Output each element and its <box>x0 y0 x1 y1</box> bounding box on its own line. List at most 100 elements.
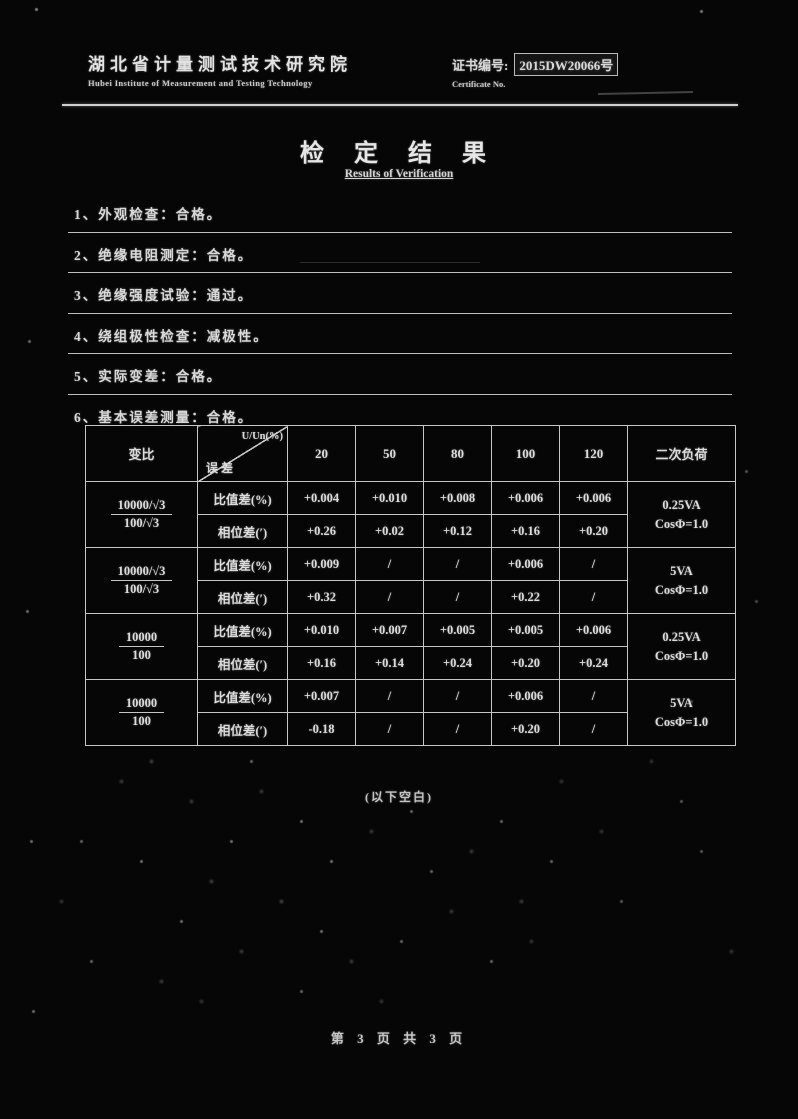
ratio-denominator: 100 <box>132 648 151 662</box>
table-cell: +0.24 <box>559 646 628 680</box>
row-label: 相位差(′) <box>197 580 288 614</box>
error-results-table: 变比 U/Un(%) 误差 20 50 80 100 120 二次负荷 1000… <box>85 425 736 746</box>
ratio-column-header: 变比 <box>85 425 198 482</box>
table-cell: +0.006 <box>559 613 628 647</box>
ratio-denominator: 100 <box>132 714 151 728</box>
load-point-header: 50 <box>355 425 424 482</box>
power-factor: CosΦ=1.0 <box>654 648 709 663</box>
burden-value: 0.25VA <box>662 497 701 512</box>
power-factor: CosΦ=1.0 <box>654 582 709 597</box>
table-cell: +0.006 <box>491 481 560 515</box>
table-cell: / <box>355 547 424 581</box>
table-cell: +0.02 <box>355 514 424 548</box>
verification-item: 6、基本误差测量：合格。 <box>74 409 254 425</box>
table-cell: / <box>559 712 628 746</box>
table-cell: +0.006 <box>559 481 628 515</box>
table-cell: / <box>355 679 424 713</box>
table-cell: +0.20 <box>491 646 560 680</box>
page-number: 第 3 页 共 3 页 <box>330 1031 468 1046</box>
verification-item: 2、绝缘电阻测定：合格。 <box>68 233 732 273</box>
table-cell: +0.16 <box>287 646 356 680</box>
diagonal-header-top: U/Un(%) <box>241 431 283 442</box>
table-cell: +0.16 <box>491 514 560 548</box>
table-cell: / <box>423 679 492 713</box>
table-cell: / <box>559 580 628 614</box>
ratio-numerator: 10000 <box>118 630 165 647</box>
verification-items: 1、外观检查：合格。 2、绝缘电阻测定：合格。 3、绝缘强度试验：通过。 4、绕… <box>68 192 732 427</box>
certificate-number-label-en: Certificate No. <box>452 79 506 89</box>
table-row: 相位差(′) +0.16 +0.14 +0.24 +0.20 +0.24 <box>86 646 736 680</box>
table-cell: +0.004 <box>287 481 356 515</box>
burden-cell: 5VA CosΦ=1.0 <box>627 547 736 614</box>
load-point-header: 80 <box>423 425 492 482</box>
table-row: 相位差(′) -0.18 / / +0.20 / <box>86 712 736 746</box>
table-cell: +0.007 <box>355 613 424 647</box>
row-label: 比值差(%) <box>197 679 288 713</box>
ratio-denominator: 100/√3 <box>123 582 160 596</box>
certificate-number-label: 证书编号: <box>452 58 509 73</box>
power-factor: CosΦ=1.0 <box>654 516 709 531</box>
burden-value: 0.25VA <box>662 629 701 644</box>
table-cell: / <box>355 580 424 614</box>
scan-artifact <box>300 262 480 263</box>
table-cell: +0.006 <box>491 547 560 581</box>
scan-noise <box>0 0 3 3</box>
table-cell: +0.20 <box>559 514 628 548</box>
table-cell: +0.007 <box>287 679 356 713</box>
table-cell: / <box>559 679 628 713</box>
row-label: 相位差(′) <box>197 514 288 548</box>
table-cell: +0.20 <box>491 712 560 746</box>
scan-artifact <box>597 91 694 95</box>
table-cell: +0.009 <box>287 547 356 581</box>
ratio-cell: 10000/√3 100/√3 <box>85 547 198 614</box>
burden-cell: 5VA CosΦ=1.0 <box>627 679 736 746</box>
diagonal-header-cell: U/Un(%) 误差 <box>197 425 288 482</box>
ratio-cell: 10000 100 <box>85 613 198 680</box>
table-cell: / <box>423 580 492 614</box>
table-cell: +0.12 <box>423 514 492 548</box>
table-row: 10000 100 比值差(%) +0.007 / / +0.006 / 5VA… <box>85 679 736 746</box>
burden-value: 5VA <box>670 563 693 578</box>
row-label: 比值差(%) <box>197 613 288 647</box>
verification-item: 3、绝缘强度试验：通过。 <box>68 273 732 314</box>
ratio-numerator: 10000 <box>118 696 165 713</box>
table-cell: +0.008 <box>423 481 492 515</box>
ratio-cell: 10000 100 <box>85 679 198 746</box>
verification-item: 1、外观检查：合格。 <box>68 192 732 233</box>
table-cell: +0.24 <box>423 646 492 680</box>
table-row: 相位差(′) +0.32 / / +0.22 / <box>86 580 736 614</box>
table-cell: +0.005 <box>491 613 560 647</box>
table-cell: / <box>355 712 424 746</box>
table-cell: +0.010 <box>355 481 424 515</box>
ratio-cell: 10000/√3 100/√3 <box>85 481 198 548</box>
table-cell: +0.32 <box>287 580 356 614</box>
table-cell: / <box>423 547 492 581</box>
page-title: 检 定 结 果 <box>300 141 498 167</box>
row-label: 相位差(′) <box>197 646 288 680</box>
certificate-number-block: 证书编号: 2015DW20066号 Certificate No. <box>452 53 619 89</box>
table-cell: +0.010 <box>287 613 356 647</box>
table-cell: +0.22 <box>491 580 560 614</box>
institute-header: 湖北省计量测试技术研究院 Hubei Institute of Measurem… <box>88 50 352 88</box>
header-divider <box>62 104 738 106</box>
ratio-denominator: 100/√3 <box>123 516 160 530</box>
verification-item: 5、实际变差：合格。 <box>68 354 732 395</box>
table-cell: -0.18 <box>287 712 356 746</box>
certificate-number-value: 2015DW20066号 <box>514 53 619 76</box>
table-cell: +0.006 <box>491 679 560 713</box>
burden-value: 5VA <box>670 695 693 710</box>
page-subtitle: Results of Verification <box>344 168 454 180</box>
burden-cell: 0.25VA CosΦ=1.0 <box>627 613 736 680</box>
table-cell: +0.005 <box>423 613 492 647</box>
row-label: 比值差(%) <box>197 547 288 581</box>
load-point-header: 120 <box>559 425 628 482</box>
table-row: 10000 100 比值差(%) +0.010 +0.007 +0.005 +0… <box>85 613 736 680</box>
table-cell: +0.26 <box>287 514 356 548</box>
table-row: 10000/√3 100/√3 比值差(%) +0.009 / / +0.006… <box>85 547 736 614</box>
load-point-header: 20 <box>287 425 356 482</box>
ratio-numerator: 10000/√3 <box>110 564 173 581</box>
diagonal-header-bottom: 误差 <box>206 461 237 475</box>
table-cell: / <box>423 712 492 746</box>
table-row: 10000/√3 100/√3 比值差(%) +0.004 +0.010 +0.… <box>85 481 736 548</box>
